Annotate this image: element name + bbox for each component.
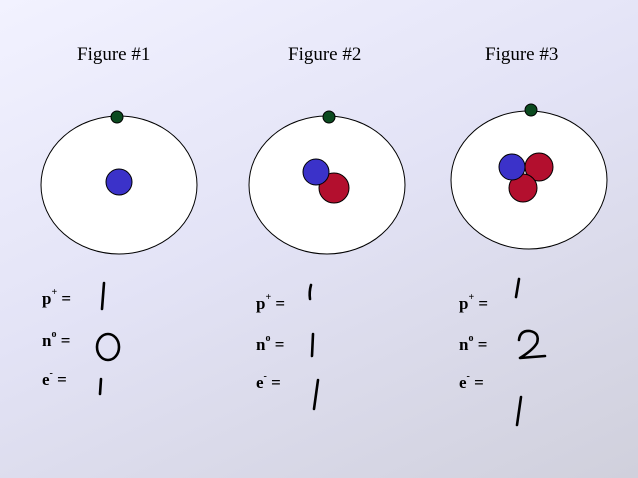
figure-3-proton-label: p+ = bbox=[459, 292, 489, 313]
figure-3-proton-answer-stroke bbox=[514, 277, 521, 299]
figure-1-neutron-answer-stroke bbox=[95, 332, 121, 362]
figure-1-title: Figure #1 bbox=[77, 44, 151, 65]
figure-2-neutron-answer-stroke bbox=[310, 332, 315, 358]
figure-1-proton-answer-stroke bbox=[100, 281, 106, 311]
figure-2-title: Figure #2 bbox=[288, 44, 362, 65]
figure-3-proton bbox=[498, 153, 526, 181]
figure-2-electron-answer-stroke bbox=[312, 378, 320, 411]
figure-3-electron bbox=[524, 103, 538, 117]
figure-3-title: Figure #3 bbox=[485, 44, 559, 65]
figure-3-neutron-answer-stroke bbox=[517, 329, 547, 360]
figure-1-atom bbox=[40, 110, 198, 255]
figure-2-electron bbox=[322, 110, 336, 124]
figure-2-neutron-label: no = bbox=[256, 333, 285, 354]
figure-2-proton-label: p+ = bbox=[256, 292, 286, 313]
figure-1-electron bbox=[110, 110, 124, 124]
figure-2-electron-label: e- = bbox=[256, 371, 281, 392]
figure-3-atom bbox=[450, 103, 608, 250]
figure-1-electron-answer-stroke bbox=[98, 377, 103, 396]
figure-2-atom bbox=[248, 110, 406, 255]
figure-3-electron-label: e- = bbox=[459, 371, 484, 392]
figure-2-neutron bbox=[318, 172, 350, 204]
figure-2-proton-answer-stroke bbox=[308, 283, 313, 301]
figure-1-proton-answer: 1 bbox=[0, 0, 1, 1]
figure-1-neutron-label: no = bbox=[42, 329, 71, 350]
figure-1-proton bbox=[105, 168, 133, 196]
figure-1-proton-label: p+ = bbox=[42, 287, 72, 308]
figure-3-neutron-label: no = bbox=[459, 333, 488, 354]
figure-2-proton bbox=[302, 158, 330, 186]
figure-1-electron-label: e- = bbox=[42, 368, 67, 389]
figure-3-electron-answer-stroke bbox=[515, 395, 523, 427]
